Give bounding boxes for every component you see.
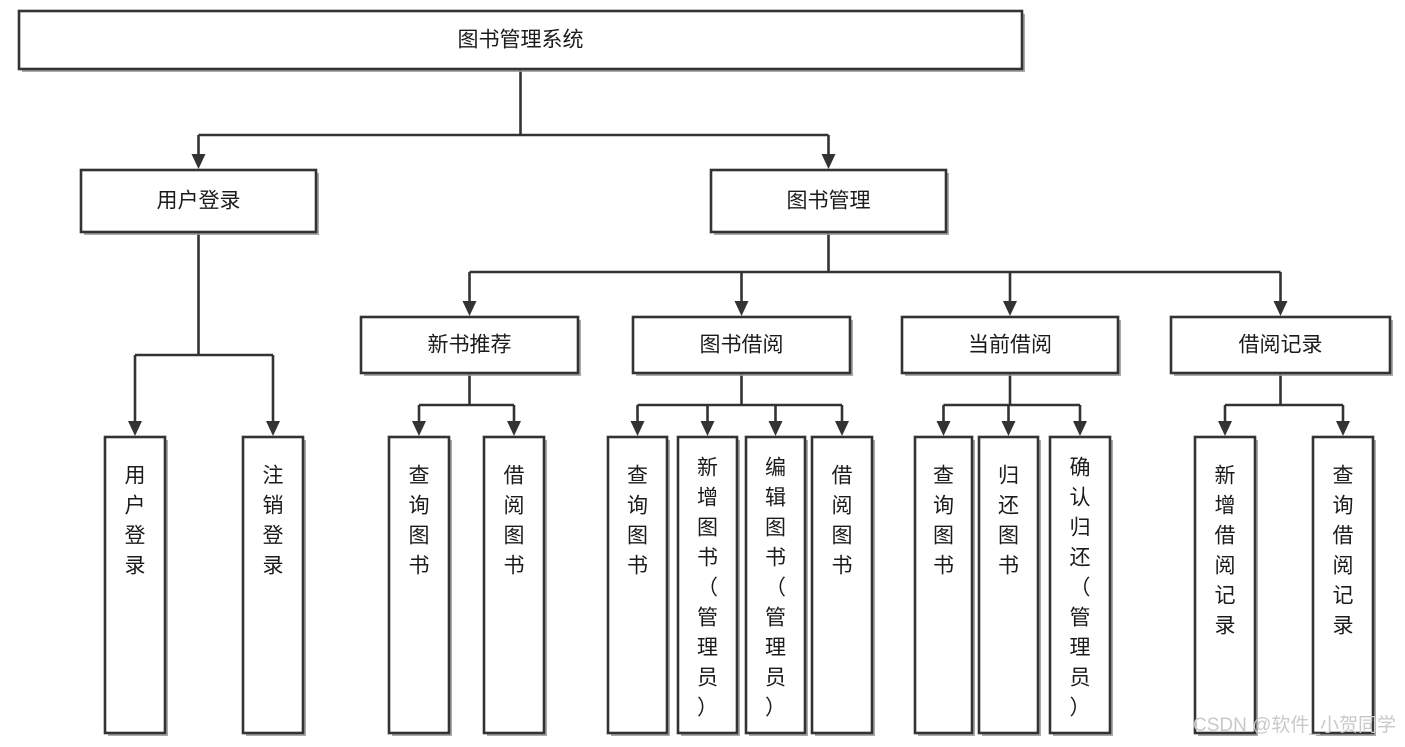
node-rect <box>913 435 974 735</box>
node-leaf-edit-book[interactable]: 编辑图书（管理员） <box>744 435 808 736</box>
connector-group-user-login <box>128 232 280 436</box>
node-label: 新增图书（管理员） <box>697 457 718 720</box>
node-leaf-add-record[interactable]: 新增借阅记录 <box>1193 435 1258 736</box>
node-rect <box>709 168 948 234</box>
node-label: 查询图书 <box>409 465 430 578</box>
arrow-head-icon <box>768 421 783 436</box>
arrow-head-icon <box>1218 421 1232 436</box>
connector-group-root <box>191 69 836 169</box>
node-label: 确认归还（管理员） <box>1070 457 1091 720</box>
node-leaf-return-book[interactable]: 归还图书 <box>977 435 1041 736</box>
node-rect <box>900 315 1120 375</box>
node-rect <box>977 435 1040 735</box>
node-leaf-query-book-2[interactable]: 查询图书 <box>606 435 670 736</box>
node-leaf-confirm-return[interactable]: 确认归还（管理员） <box>1048 435 1113 736</box>
node-root-图书管理系统[interactable]: 图书管理系统 <box>17 9 1025 72</box>
node-book-manage[interactable]: 图书管理 <box>709 168 949 235</box>
arrow-head-icon <box>507 421 521 436</box>
node-rect <box>631 315 852 375</box>
arrow-head-icon <box>1073 421 1087 436</box>
node-rect <box>1193 435 1257 735</box>
node-label: 注销登录 <box>263 465 284 578</box>
node-borrow-record[interactable]: 借阅记录 <box>1169 315 1393 376</box>
node-rect <box>103 435 167 735</box>
arrow-head-icon <box>191 154 206 169</box>
connector-group-book-borrow <box>630 373 849 436</box>
arrow-head-icon <box>630 421 645 436</box>
node-rect <box>676 435 739 735</box>
node-rect <box>387 435 451 735</box>
node-leaf-add-book[interactable]: 新增图书（管理员） <box>676 435 740 736</box>
watermark-layer: CSDN @软件_小贺同学 <box>1193 714 1396 736</box>
node-label: 归还图书 <box>998 465 1019 578</box>
arrow-head-icon <box>412 421 426 436</box>
arrow-head-icon <box>128 421 142 436</box>
arrow-head-icon <box>462 301 477 316</box>
connector-group-new-book-recommend <box>412 373 521 436</box>
node-new-book-recommend[interactable]: 新书推荐 <box>359 315 581 376</box>
arrow-head-icon <box>835 421 849 436</box>
node-rect <box>606 435 669 735</box>
connector-layer <box>128 69 1350 436</box>
node-rect <box>241 435 305 735</box>
node-layer: 图书管理系统用户登录图书管理新书推荐图书借阅当前借阅借阅记录用户登录注销登录查询… <box>17 9 1393 736</box>
node-label: 新书推荐 <box>428 334 512 357</box>
node-leaf-borrow-book-2[interactable]: 借阅图书 <box>810 435 875 736</box>
node-label: 图书借阅 <box>700 334 784 357</box>
node-rect <box>79 168 318 234</box>
node-label: 图书管理 <box>787 190 871 213</box>
connector-group-current-borrow <box>936 373 1087 436</box>
arrow-head-icon <box>1336 421 1350 436</box>
arrow-head-icon <box>821 154 836 169</box>
node-leaf-borrow-book-1[interactable]: 借阅图书 <box>482 435 547 736</box>
node-leaf-user-logout[interactable]: 注销登录 <box>241 435 306 736</box>
node-label: 新增借阅记录 <box>1215 465 1236 638</box>
node-book-borrow[interactable]: 图书借阅 <box>631 315 853 376</box>
arrow-head-icon <box>734 301 749 316</box>
node-label: 查询图书 <box>627 465 648 578</box>
node-label: 借阅记录 <box>1239 334 1323 357</box>
node-leaf-user-login[interactable]: 用户登录 <box>103 435 168 736</box>
node-rect <box>1048 435 1112 735</box>
node-rect <box>482 435 546 735</box>
node-rect <box>1169 315 1392 375</box>
node-leaf-query-book-3[interactable]: 查询图书 <box>913 435 975 736</box>
node-label: 查询图书 <box>933 465 954 578</box>
connector-group-borrow-record <box>1218 373 1350 436</box>
node-rect <box>1311 435 1375 735</box>
node-label: 当前借阅 <box>968 334 1052 357</box>
node-label: 图书管理系统 <box>458 29 584 52</box>
arrow-head-icon <box>266 421 280 436</box>
arrow-head-icon <box>1003 301 1017 316</box>
node-user-login[interactable]: 用户登录 <box>79 168 319 235</box>
node-label: 编辑图书（管理员） <box>765 457 786 720</box>
csdn-watermark: CSDN @软件_小贺同学 <box>1193 714 1396 736</box>
node-rect <box>17 9 1024 71</box>
node-label: 用户登录 <box>125 465 146 578</box>
node-leaf-query-book-1[interactable]: 查询图书 <box>387 435 452 736</box>
node-rect <box>810 435 874 735</box>
node-leaf-query-record[interactable]: 查询借阅记录 <box>1311 435 1376 736</box>
arrow-head-icon <box>1001 421 1016 436</box>
node-rect <box>359 315 580 375</box>
node-current-borrow[interactable]: 当前借阅 <box>900 315 1121 376</box>
node-label: 用户登录 <box>157 190 241 213</box>
connector-group-book-manage <box>462 232 1288 316</box>
arrow-head-icon <box>700 421 715 436</box>
node-label: 借阅图书 <box>832 465 853 578</box>
node-label: 借阅图书 <box>504 465 525 578</box>
arrow-head-icon <box>1273 301 1288 316</box>
arrow-head-icon <box>936 421 951 436</box>
node-rect <box>744 435 807 735</box>
node-label: 查询借阅记录 <box>1333 465 1354 638</box>
